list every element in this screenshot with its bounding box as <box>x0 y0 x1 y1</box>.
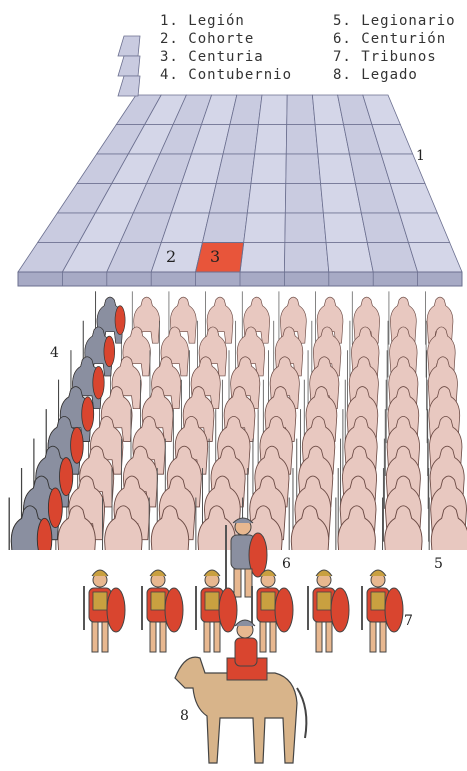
tribune-figure <box>84 570 125 652</box>
grid-cell <box>255 125 287 155</box>
century-formation <box>0 290 467 550</box>
grid-cell <box>399 213 449 243</box>
grid-cells <box>18 36 462 272</box>
grid-cell <box>286 125 318 155</box>
grid-cell <box>408 243 462 273</box>
grid-cell <box>323 213 367 243</box>
legion-grid <box>0 0 467 300</box>
label-legion: 1 <box>416 148 425 164</box>
grid-cell <box>326 243 373 273</box>
label-contubernium: 4 <box>50 345 59 361</box>
grid-cell <box>285 184 323 214</box>
grid-cell <box>247 184 285 214</box>
grid-cell <box>284 243 328 273</box>
label-tribunes: 7 <box>404 613 413 629</box>
grid-cell <box>285 213 326 243</box>
grid-cell <box>318 154 356 184</box>
grid-cell <box>118 76 140 96</box>
label-legate: 8 <box>180 708 189 724</box>
grid-cell <box>287 95 315 125</box>
grid-cell <box>321 184 362 214</box>
grid-cell <box>240 243 285 273</box>
label-cohort: 2 <box>166 247 176 266</box>
grid-cell <box>202 213 247 243</box>
tribune-figure <box>362 570 403 652</box>
grid-cell <box>118 36 140 56</box>
grid-cell <box>251 154 286 184</box>
legate-on-horse <box>165 618 315 768</box>
grid-cell <box>286 154 321 184</box>
grid-cell <box>258 95 287 125</box>
grid-cell <box>216 154 254 184</box>
label-century: 3 <box>210 247 220 266</box>
grid-cell <box>118 56 140 76</box>
grid-cell <box>244 213 286 243</box>
grid-cell <box>209 184 251 214</box>
